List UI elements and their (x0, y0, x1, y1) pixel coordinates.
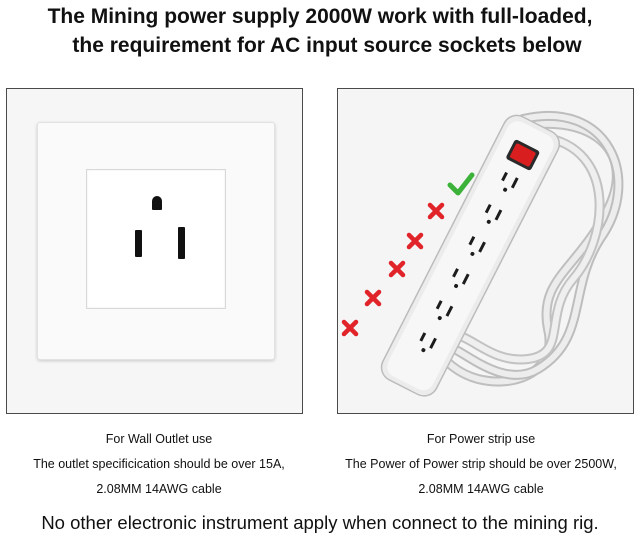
headline-line-2: the requirement for AC input source sock… (72, 34, 582, 57)
hot-slot (178, 227, 185, 259)
wall-outlet-plate (37, 122, 275, 360)
wall-outlet-spec: The outlet specificication should be ove… (33, 457, 285, 471)
cross-icon (364, 289, 382, 307)
power-strip-panel (337, 88, 634, 414)
headline-line-1: The Mining power supply 2000W work with … (47, 5, 593, 28)
cross-icon (388, 260, 406, 278)
wall-outlet-panel (6, 88, 303, 414)
power-strip-spec: The Power of Power strip should be over … (345, 457, 617, 471)
check-icon (447, 172, 475, 196)
wall-outlet-cable: 2.08MM 14AWG cable (96, 482, 222, 496)
ground-hole (152, 196, 162, 210)
power-strip-title: For Power strip use (426, 432, 536, 446)
neutral-slot (135, 230, 142, 257)
wall-outlet-socket (86, 169, 226, 309)
footer-note: No other electronic instrument apply whe… (41, 512, 599, 533)
cross-icon (341, 319, 359, 337)
cross-icon (427, 202, 445, 220)
wall-outlet-caption: For Wall Outlet use The outlet specifici… (0, 427, 318, 502)
power-switch (510, 143, 536, 167)
power-strip-illustration (341, 110, 624, 397)
power-strip-caption: For Power strip use The Power of Power s… (322, 427, 640, 502)
wall-outlet-title: For Wall Outlet use (105, 432, 213, 446)
power-strip-cable: 2.08MM 14AWG cable (418, 482, 544, 496)
cross-icon (406, 232, 424, 250)
